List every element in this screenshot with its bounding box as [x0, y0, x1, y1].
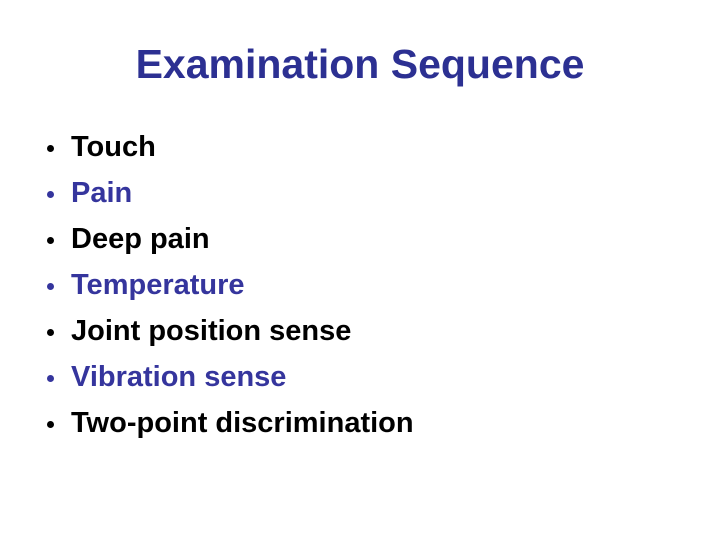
list-item: Joint position sense: [44, 308, 700, 354]
list-item-label: Temperature: [71, 268, 245, 301]
slide-title: Examination Sequence: [135, 41, 585, 87]
list-item: Two-point discrimination: [44, 400, 700, 446]
list-item: Temperature: [44, 262, 700, 308]
bullet-icon: [47, 282, 54, 290]
bullet-icon: [47, 144, 54, 152]
bullet-icon: [47, 236, 54, 244]
list-item-label: Joint position sense: [71, 314, 352, 347]
list-item-label: Deep pain: [71, 222, 210, 255]
list-item: Pain: [44, 170, 700, 216]
bullet-icon: [47, 190, 54, 198]
list-item-label: Touch: [71, 130, 156, 163]
list-item: Deep pain: [44, 216, 700, 262]
list-item: Vibration sense: [44, 354, 700, 400]
list-item: Touch: [44, 124, 700, 170]
bullet-list: Touch Pain Deep pain Temperature Joint p…: [44, 124, 700, 446]
list-item-label: Pain: [71, 176, 133, 209]
list-item-label: Two-point discrimination: [71, 406, 414, 439]
bullet-icon: [47, 420, 54, 428]
list-item-label: Vibration sense: [71, 360, 287, 393]
bullet-icon: [47, 374, 54, 382]
bullet-icon: [47, 328, 54, 336]
